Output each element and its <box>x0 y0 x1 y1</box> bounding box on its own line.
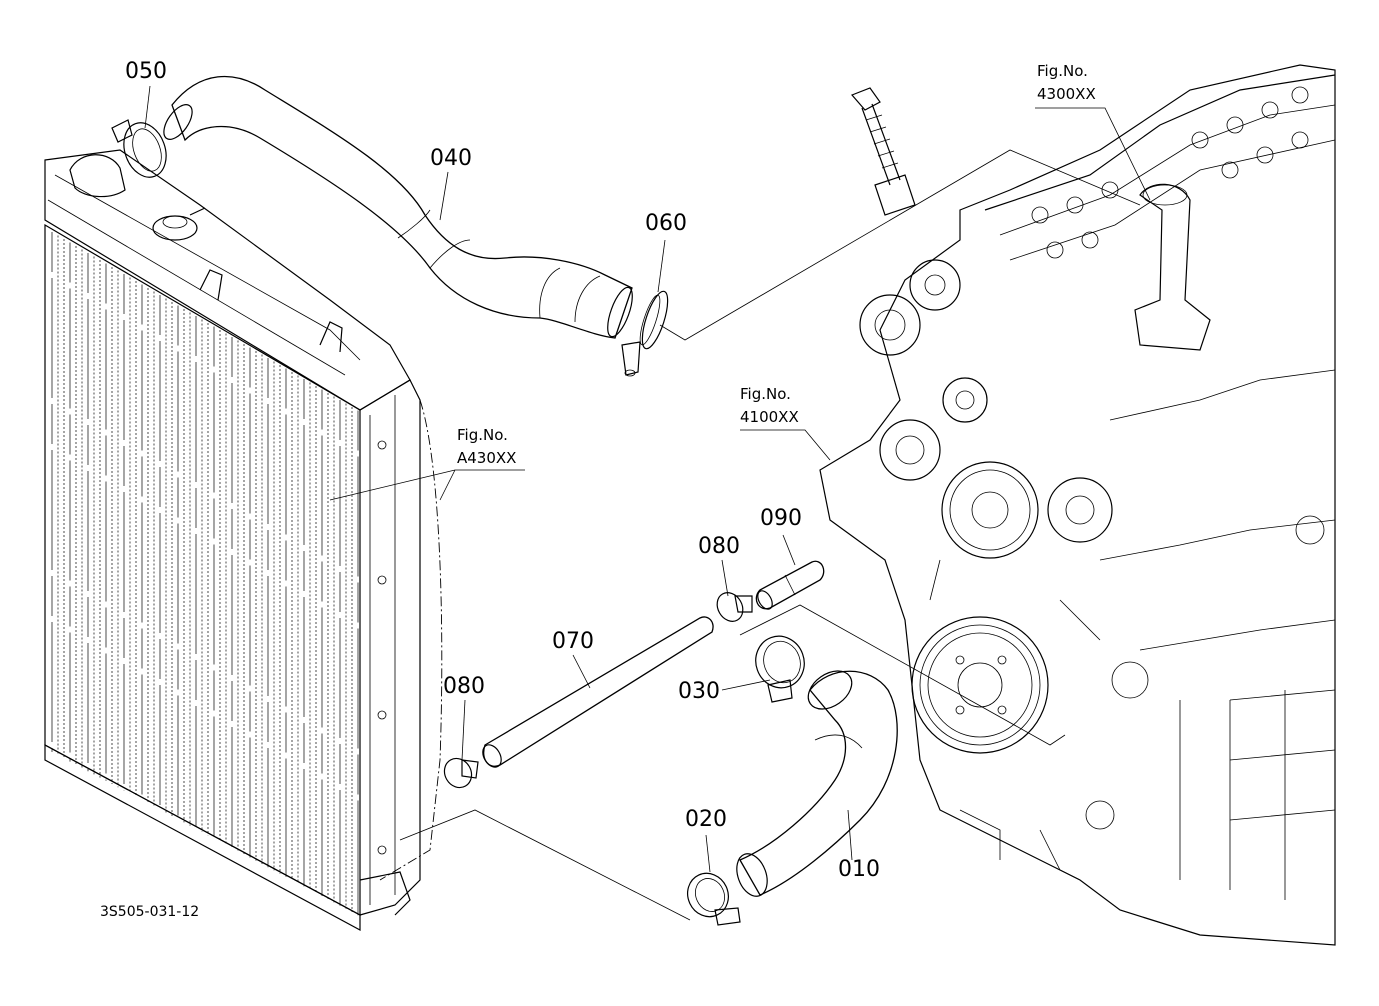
bypass-hose <box>482 616 714 768</box>
fig-ref-4100-prefix: Fig.No. <box>740 385 791 403</box>
label-part-020: 020 <box>685 807 727 832</box>
lower-hose <box>736 670 898 897</box>
hose-clamp-020 <box>687 872 741 926</box>
fig-ref-a430-prefix: Fig.No. <box>457 426 508 444</box>
radiator-core-fins <box>51 232 359 916</box>
drawing-id: 3S505-031-12 <box>100 904 199 920</box>
engine <box>819 64 1336 946</box>
hose-clamp-080-lower <box>443 757 479 789</box>
label-part-060: 060 <box>645 211 687 236</box>
radiator <box>44 149 443 932</box>
label-part-090: 090 <box>760 506 802 531</box>
figure-references: Fig.No. 4300XX Fig.No. 4100XX Fig.No. A4… <box>457 62 1096 467</box>
pipe-090 <box>755 560 825 610</box>
upper-hose <box>163 75 633 339</box>
label-part-010: 010 <box>838 857 880 882</box>
leader-lines <box>144 85 1151 921</box>
label-part-070: 070 <box>552 629 594 654</box>
label-part-040: 040 <box>430 146 472 171</box>
fig-ref-4300-prefix: Fig.No. <box>1037 62 1088 80</box>
label-part-050: 050 <box>125 59 167 84</box>
fig-ref-4100-number: 4100XX <box>740 408 799 426</box>
label-part-030: 030 <box>678 679 720 704</box>
cylinder-head-ports <box>1031 86 1309 259</box>
fig-ref-4300-number: 4300XX <box>1037 85 1096 103</box>
part-labels: 050 040 060 080 090 070 030 080 020 010 <box>125 59 880 882</box>
label-part-080-lower: 080 <box>443 674 485 699</box>
fig-ref-a430-number: A430XX <box>457 449 516 467</box>
hose-clamp-080-upper <box>716 592 753 622</box>
label-part-080-upper: 080 <box>698 534 740 559</box>
hose-clamp-060 <box>621 290 669 377</box>
hose-clamp-050 <box>111 119 167 178</box>
hose-clamp-030 <box>755 635 805 703</box>
